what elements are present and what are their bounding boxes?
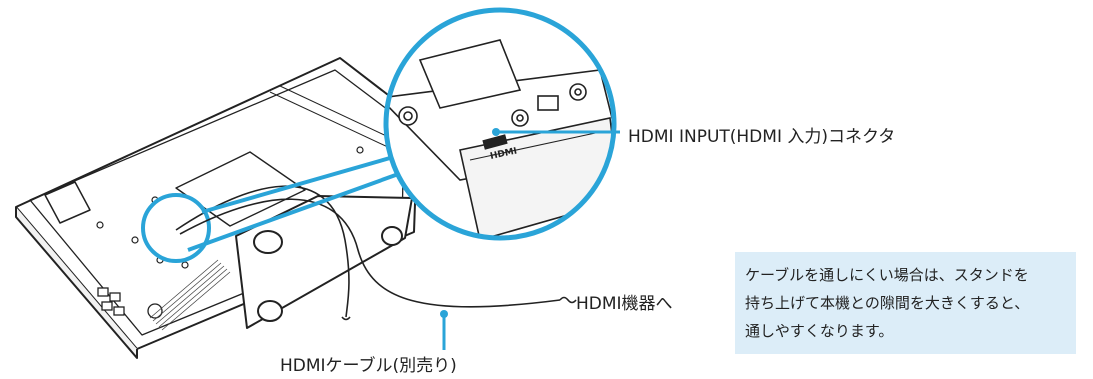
- tip-note-line: ケーブルを通しにくい場合は、スタンドを: [745, 266, 1029, 284]
- stand: [175, 151, 413, 329]
- port-area-highlight: [141, 193, 211, 263]
- connector-label: HDMI INPUT(HDMI 入力)コネクタ: [628, 127, 896, 147]
- callout-lines: [187, 152, 405, 252]
- cable-leader: [440, 310, 448, 350]
- zoom-callout: HDMI: [383, 7, 617, 241]
- connector-leader: [492, 128, 620, 136]
- tip-note-line: 持ち上げて本機との隙間を大きくすると、: [745, 294, 1030, 312]
- device-label: HDMI機器へ: [576, 294, 673, 314]
- speaker-grille: [149, 259, 231, 331]
- hdmi-cable: [175, 185, 577, 321]
- cable-label: HDMIケーブル(別売り): [280, 356, 457, 376]
- side-ports: [97, 287, 163, 319]
- tip-note: ケーブルを通しにくい場合は、スタンドを 持ち上げて本機との隙間を大きくすると、 …: [735, 252, 1076, 354]
- tip-note-line: 通しやすくなります。: [745, 322, 894, 340]
